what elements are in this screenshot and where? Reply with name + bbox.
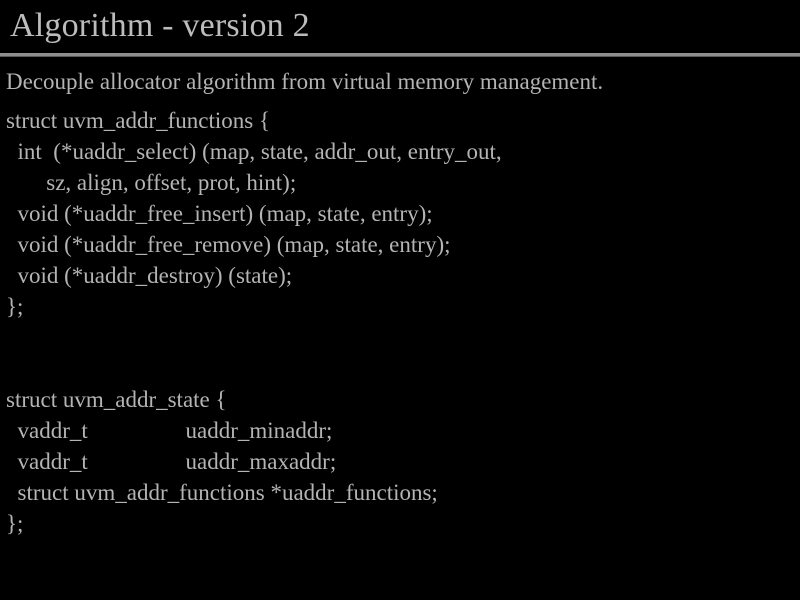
code-line: int (*uaddr_select) (map, state, addr_ou… [6,139,502,164]
code-line: void (*uaddr_destroy) (state); [6,263,293,288]
code-line: }; [6,294,24,319]
code-line: vaddr_t uaddr_minaddr; [6,418,333,443]
code-line: }; [6,511,24,536]
code-line: void (*uaddr_free_insert) (map, state, e… [6,201,433,226]
slide-body: Decouple allocator algorithm from virtua… [6,66,796,539]
code-listing: struct uvm_addr_functions { int (*uaddr_… [6,105,796,539]
code-line: struct uvm_addr_functions { [6,108,270,133]
code-line [6,353,796,384]
code-line: vaddr_t uaddr_maxaddr; [6,449,337,474]
code-line: struct uvm_addr_state { [6,387,227,412]
code-line [6,322,796,353]
lead-paragraph: Decouple allocator algorithm from virtua… [6,69,604,94]
code-line: sz, align, offset, prot, hint); [6,170,297,195]
title-divider [0,53,800,57]
page-title: Algorithm - version 2 [10,7,310,44]
code-line: void (*uaddr_free_remove) (map, state, e… [6,232,451,257]
code-line: struct uvm_addr_functions *uaddr_functio… [6,480,438,505]
